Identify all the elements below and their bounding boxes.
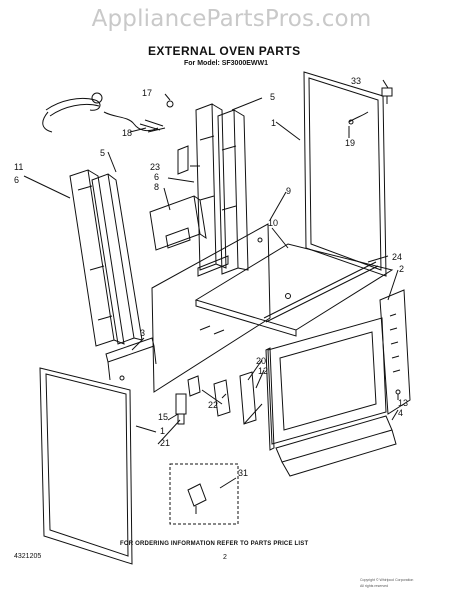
side-channel-left bbox=[69, 169, 125, 347]
copyright-line: Copyright © Whirlpool Corporation bbox=[360, 578, 414, 582]
small-bracket bbox=[177, 145, 189, 175]
kick-plate bbox=[275, 415, 397, 477]
callout: 9 bbox=[286, 186, 291, 196]
wire-clip-part bbox=[348, 111, 369, 125]
callout: 1 bbox=[271, 118, 276, 128]
hinge-right bbox=[239, 371, 263, 425]
top-panel bbox=[194, 243, 394, 337]
callout: 11 bbox=[14, 162, 23, 172]
support-rod bbox=[263, 261, 379, 323]
rear-channel-left bbox=[195, 103, 227, 271]
callout: 4 bbox=[398, 408, 403, 418]
copyright-line: All rights reserved bbox=[360, 584, 389, 588]
small-screw bbox=[166, 100, 174, 108]
callout: 12 bbox=[258, 366, 268, 376]
model-number: For Model: SF3000EWW1 bbox=[184, 60, 269, 67]
inset-detail-box bbox=[169, 463, 239, 525]
callout: 23 bbox=[150, 162, 160, 172]
watermark: AppliancePartsPros.com bbox=[91, 6, 372, 32]
callout: 33 bbox=[351, 76, 361, 86]
callout: 19 bbox=[345, 138, 355, 148]
side-channel-left-rear bbox=[91, 173, 143, 345]
callout: 5 bbox=[270, 92, 275, 102]
callouts: 33 17 5 1 19 18 11 6 5 23 6 8 9 10 24 2 … bbox=[14, 76, 408, 478]
callout: 15 bbox=[158, 412, 168, 422]
callout: 1 bbox=[160, 426, 165, 436]
rear-channel-right bbox=[217, 109, 249, 275]
callout: 31 bbox=[238, 468, 248, 478]
callout: 20 bbox=[256, 356, 266, 366]
bracket-22 bbox=[187, 375, 201, 397]
side-panel-left bbox=[39, 367, 133, 565]
callout: 13 bbox=[398, 398, 408, 408]
front-frame bbox=[265, 317, 387, 451]
wiring-harness bbox=[42, 92, 166, 133]
screw-13 bbox=[395, 389, 401, 395]
side-panel-front-right bbox=[379, 289, 411, 415]
callout: 2 bbox=[399, 264, 404, 274]
rear-panel bbox=[151, 223, 271, 393]
callout: 6 bbox=[14, 175, 19, 185]
diagram-title: EXTERNAL OVEN PARTS bbox=[148, 44, 301, 58]
callout: 21 bbox=[160, 438, 170, 448]
callout: 5 bbox=[100, 148, 105, 158]
vent-duct bbox=[149, 195, 207, 251]
leveling-leg bbox=[119, 375, 187, 425]
callout: 22 bbox=[208, 400, 218, 410]
callout: 17 bbox=[142, 88, 152, 98]
callout: 18 bbox=[122, 128, 132, 138]
page-number: 2 bbox=[223, 554, 227, 561]
hinge-left bbox=[213, 379, 231, 417]
side-panel-right bbox=[303, 71, 387, 277]
callout: 8 bbox=[154, 182, 159, 192]
callout: 6 bbox=[154, 172, 159, 182]
callout: 10 bbox=[268, 218, 278, 228]
document-number: 4321205 bbox=[14, 553, 42, 560]
ordering-info-footer: FOR ORDERING INFORMATION REFER TO PARTS … bbox=[120, 541, 309, 547]
bottom-rail bbox=[105, 337, 157, 381]
callout: 24 bbox=[392, 252, 402, 262]
screw-part bbox=[381, 87, 393, 104]
callout: 3 bbox=[140, 328, 145, 338]
